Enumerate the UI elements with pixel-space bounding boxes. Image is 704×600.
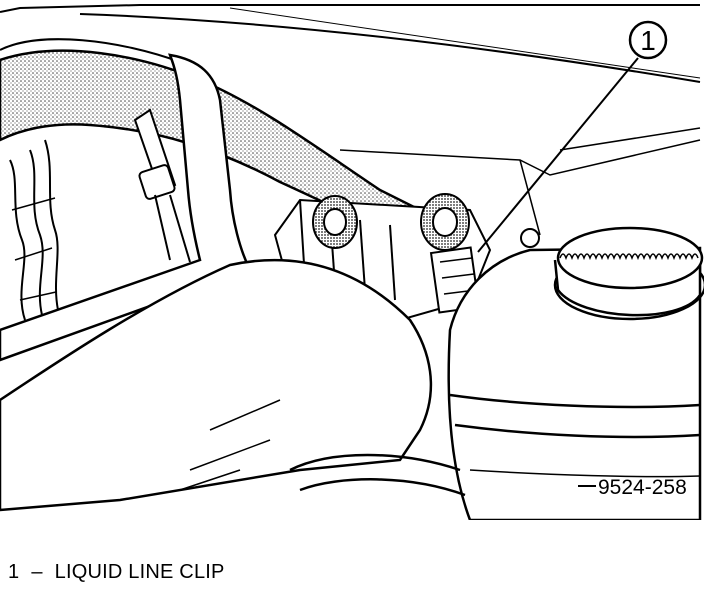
foreground-cover — [0, 258, 433, 512]
small-tube-fitting — [133, 108, 191, 263]
figure-id-text: 9524-258 — [598, 476, 687, 499]
figure-id: 9524-258 — [578, 476, 687, 499]
callout-number: 1 — [640, 25, 656, 56]
legend-item-separator: – — [31, 561, 43, 583]
callout-1: 1 — [477, 20, 668, 253]
legend: 1–LIQUID LINE CLIP — [8, 561, 225, 584]
reservoir-cap — [553, 226, 704, 321]
callout-leader-line — [477, 57, 639, 253]
legend-item-label: LIQUID LINE CLIP — [54, 561, 225, 583]
legend-item-number: 1 — [8, 561, 20, 583]
hose-fittings — [312, 193, 540, 251]
front-tube — [0, 53, 252, 362]
hood-edge — [0, 4, 701, 83]
lower-hose — [289, 453, 466, 497]
engine-bay-illustration: 1 9524-258 — [0, 4, 704, 520]
callout-bubble — [628, 20, 668, 60]
firewall-panel — [339, 127, 701, 236]
wiring-harness — [9, 139, 59, 321]
